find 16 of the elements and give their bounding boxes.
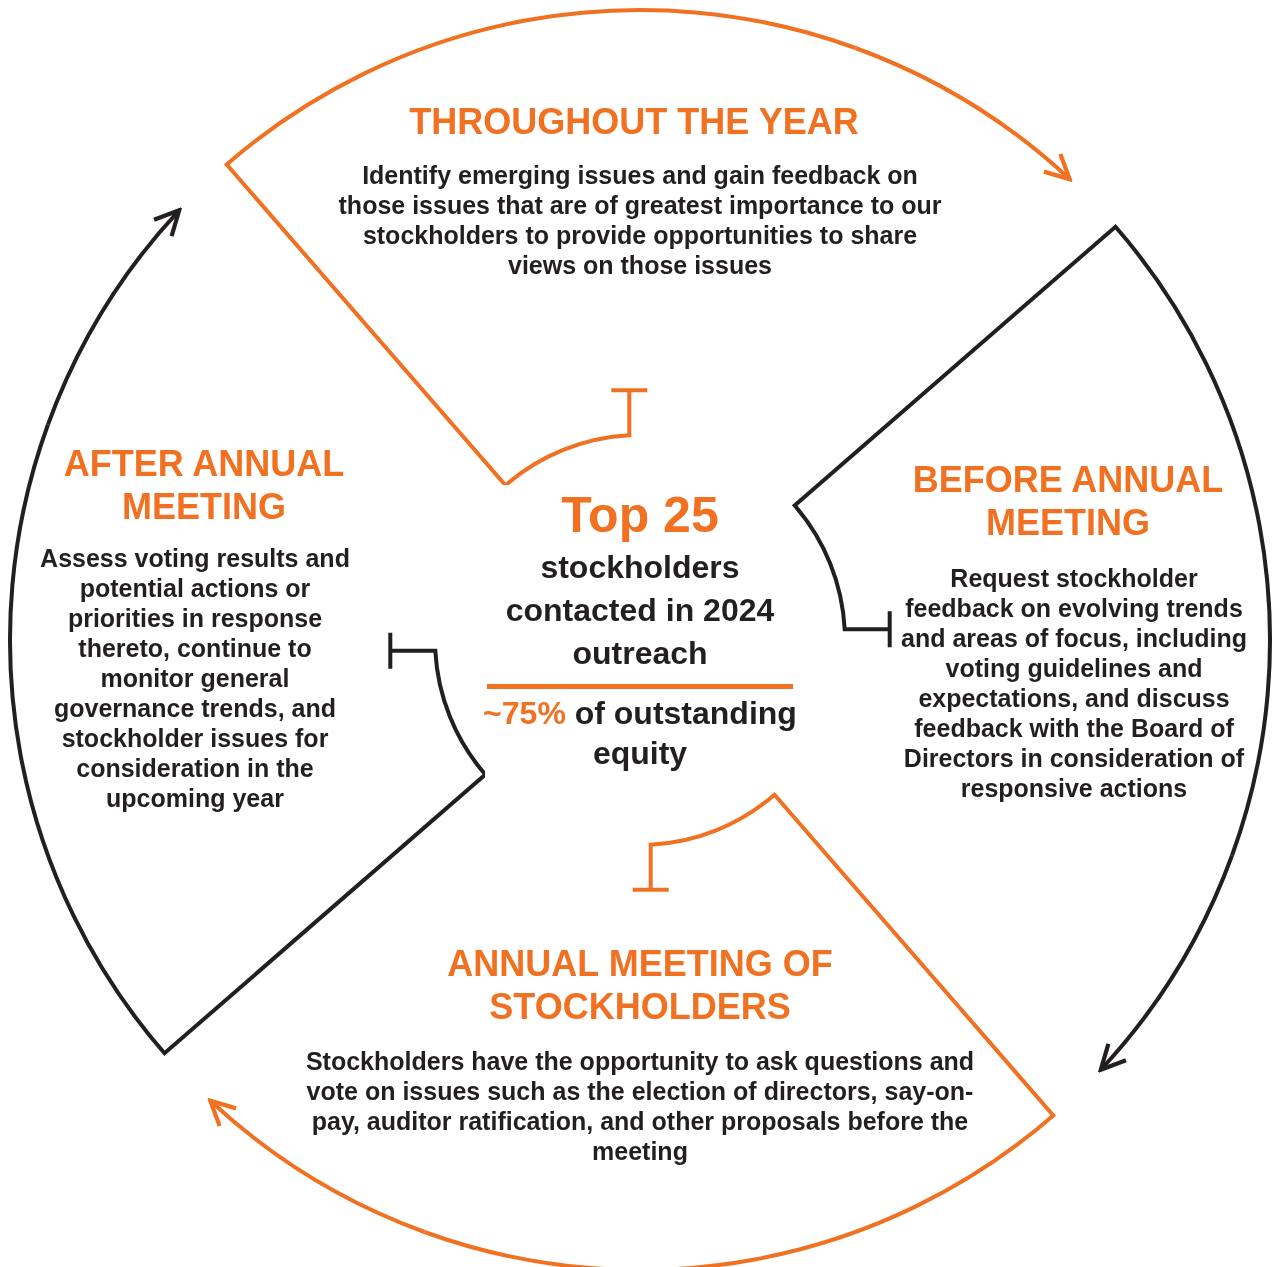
curved-arrow — [208, 1098, 426, 1234]
stage-heading: THROUGHOUT THE YEAR — [408, 100, 860, 143]
stage-heading: BEFORE ANNUAL MEETING — [911, 458, 1225, 544]
curved-arrow — [46, 208, 182, 426]
stage-heading: AFTER ANNUAL MEETING — [62, 442, 346, 528]
stage-heading: ANNUAL MEETING OF STOCKHOLDERS — [446, 942, 834, 1028]
stat-number: Top 25 — [561, 486, 719, 545]
curved-arrow — [1098, 854, 1234, 1072]
stage-description: Identify emerging issues and gain feedback on those issues that are of greatest importance to our stockholders to provide opportunities to share views on those issues — [337, 160, 943, 280]
stat-percentage: ~75% — [483, 695, 566, 731]
stat-caption: of outstanding equity — [574, 695, 797, 771]
stage-description: Stockholders have the opportunity to ask questions and vote on issues such as the election of directors, say-on-pay, auditor ratification, and other proposals before the meeting — [304, 1046, 976, 1166]
stage-description: Assess voting results and potential actions or priorities in response thereto, continue to monitor general governance trends, and stockholder issues for consideration in the upcoming year — [39, 543, 351, 813]
curved-arrow — [854, 46, 1072, 182]
stat-description: stockholders contacted in 2024 outreach — [504, 548, 776, 673]
stage-description: Request stockholder feedback on evolving trends and areas of focus, including voting guidelines and expectations, and discuss feedback with the Board of Directors in consideration of responsive actions — [900, 563, 1248, 803]
